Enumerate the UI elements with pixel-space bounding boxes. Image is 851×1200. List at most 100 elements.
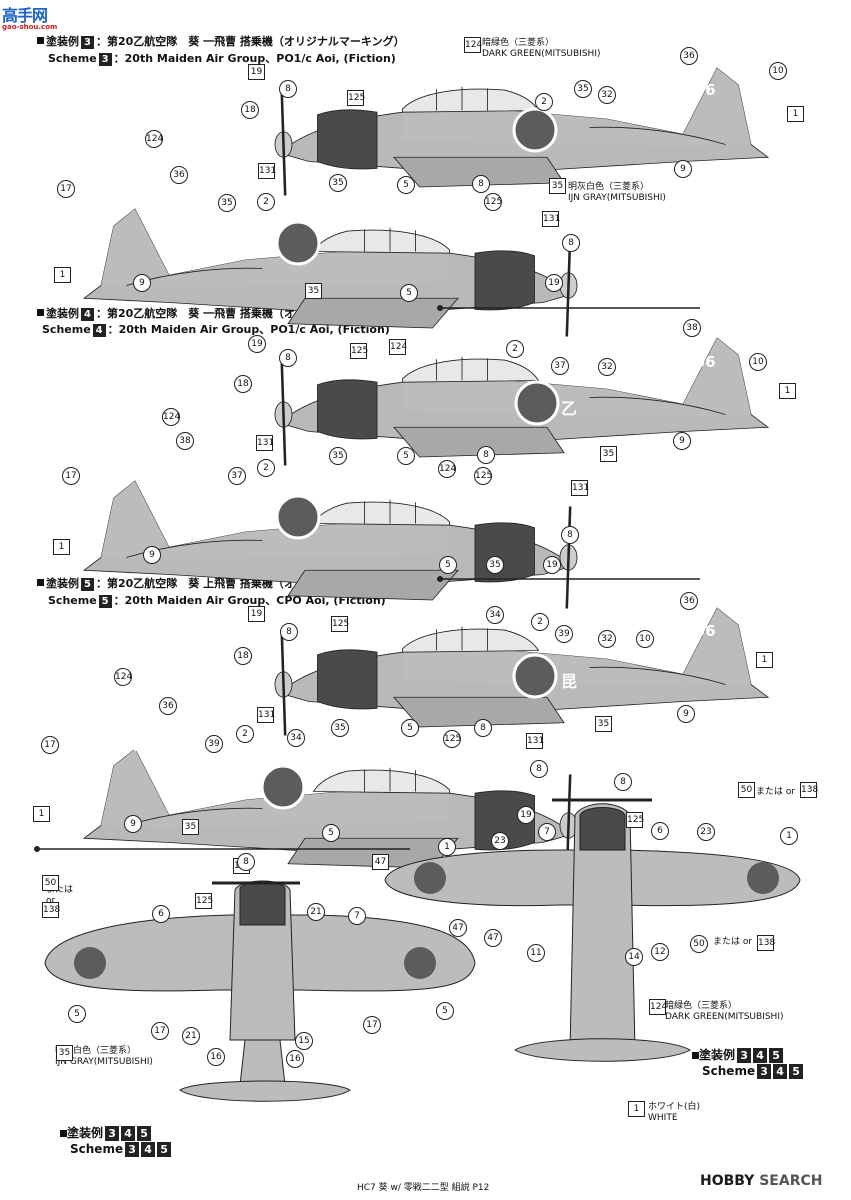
- fuselage-kana-s4-right: 乙: [561, 399, 578, 418]
- top-view-upper-surface: [44, 880, 476, 1102]
- callout-2: 2: [236, 725, 254, 743]
- callout-8: 8: [279, 80, 297, 98]
- callout-124: 124: [114, 668, 132, 686]
- callout-8: 8: [472, 175, 490, 193]
- callout-2: 2: [257, 193, 275, 211]
- callout-35: 35: [595, 716, 612, 732]
- callout-34: 34: [486, 606, 504, 624]
- callout-125: 125: [350, 343, 368, 359]
- paint-note-or-right-2: または or: [713, 937, 753, 947]
- callout-17: 17: [62, 467, 80, 485]
- callout-16: 16: [207, 1048, 225, 1066]
- callout-124: 124: [438, 460, 456, 478]
- callout-1: 1: [53, 539, 70, 555]
- callout-138: 138: [800, 782, 818, 798]
- callout-125: 125: [443, 730, 461, 748]
- callout-32: 32: [598, 86, 616, 104]
- callout-34: 34: [287, 729, 305, 747]
- callout-36: 36: [159, 697, 177, 715]
- callout-2: 2: [531, 613, 549, 631]
- callout-5: 5: [400, 284, 418, 302]
- callout-23: 23: [491, 832, 509, 850]
- callout-8: 8: [561, 526, 579, 544]
- site-watermark-logo: 高手网 gao-shou.com: [2, 2, 80, 32]
- callout-9: 9: [677, 705, 695, 723]
- callout-1: 1: [33, 806, 50, 822]
- callout-1: 1: [54, 267, 71, 283]
- callout-124: 124: [162, 408, 180, 426]
- callout-5: 5: [322, 824, 340, 842]
- callout-18: 18: [234, 375, 252, 393]
- callout-124: 124: [649, 999, 667, 1015]
- callout-18: 18: [234, 647, 252, 665]
- callout-35: 35: [574, 80, 592, 98]
- callout-32: 32: [598, 630, 616, 648]
- callout-131: 131: [526, 733, 544, 749]
- callout-36: 36: [680, 592, 698, 610]
- fuselage-kana-s4-left: 乙: [256, 513, 273, 532]
- callout-35: 35: [600, 446, 617, 462]
- callout-5: 5: [397, 176, 415, 194]
- callout-32: 32: [598, 358, 616, 376]
- callout-37: 37: [551, 357, 569, 375]
- callout-19: 19: [248, 606, 265, 622]
- callout-38: 38: [683, 319, 701, 337]
- callout-35: 35: [549, 178, 566, 194]
- callout-2: 2: [506, 340, 524, 358]
- callout-8: 8: [237, 853, 255, 871]
- hinomaru-roundel: [512, 653, 558, 699]
- hinomaru-roundel: [260, 764, 306, 810]
- callout-138: 138: [42, 902, 60, 918]
- callout-1: 1: [787, 106, 804, 122]
- callout-131: 131: [258, 163, 276, 179]
- bullet-square-icon: [37, 37, 44, 44]
- paint-note-ijn-gray-bottom: 明灰白色（三菱系）IJN GRAY(MITSUBISHI): [55, 1046, 153, 1067]
- callout-9: 9: [133, 274, 151, 292]
- bottom-view-lower-surface: [384, 798, 801, 1062]
- callout-131: 131: [256, 435, 274, 451]
- paint-note-dark-green-bottom: 暗緑色（三菱系）DARK GREEN(MITSUBISHI): [665, 1001, 784, 1022]
- callout-5: 5: [397, 447, 415, 465]
- watermark-url: gao-shou.com: [2, 23, 58, 31]
- callout-131: 131: [257, 707, 275, 723]
- brand-logo-part1: HOBBY: [700, 1173, 755, 1189]
- callout-1: 1: [756, 652, 773, 668]
- callout-19: 19: [248, 64, 265, 80]
- paint-note-or-right: または or: [756, 787, 796, 797]
- callout-10: 10: [636, 630, 654, 648]
- brand-logo-part2: SEARCH: [759, 1173, 823, 1189]
- callout-1: 1: [628, 1101, 645, 1117]
- callout-17: 17: [57, 180, 75, 198]
- fuselage-kana-s5-right: 昆: [561, 672, 578, 691]
- tail-code-s4-left: 乙-106: [100, 466, 153, 484]
- callout-5: 5: [436, 1002, 454, 1020]
- callout-14: 14: [625, 948, 643, 966]
- callout-12: 12: [651, 943, 669, 961]
- callout-8: 8: [530, 760, 548, 778]
- callout-11: 11: [527, 944, 545, 962]
- callout-5: 5: [439, 556, 457, 574]
- callout-47: 47: [449, 919, 467, 937]
- callout-8: 8: [279, 349, 297, 367]
- callout-19: 19: [517, 806, 535, 824]
- paint-note-ijn-gray-top: 明灰白色（三菱系）IJN GRAY(MITSUBISHI): [568, 182, 666, 203]
- callout-2: 2: [257, 459, 275, 477]
- callout-5: 5: [401, 719, 419, 737]
- callout-6: 6: [651, 822, 669, 840]
- callout-35: 35: [305, 283, 322, 299]
- callout-1: 1: [780, 827, 798, 845]
- callout-125: 125: [474, 467, 492, 485]
- paint-note-dark-green-top: 暗緑色（三菱系）DARK GREEN(MITSUBISHI): [482, 38, 601, 59]
- callout-7: 7: [348, 907, 366, 925]
- callout-50: 50: [690, 935, 708, 953]
- hinomaru-roundel: [512, 107, 558, 153]
- callout-47: 47: [484, 929, 502, 947]
- callout-6: 6: [152, 905, 170, 923]
